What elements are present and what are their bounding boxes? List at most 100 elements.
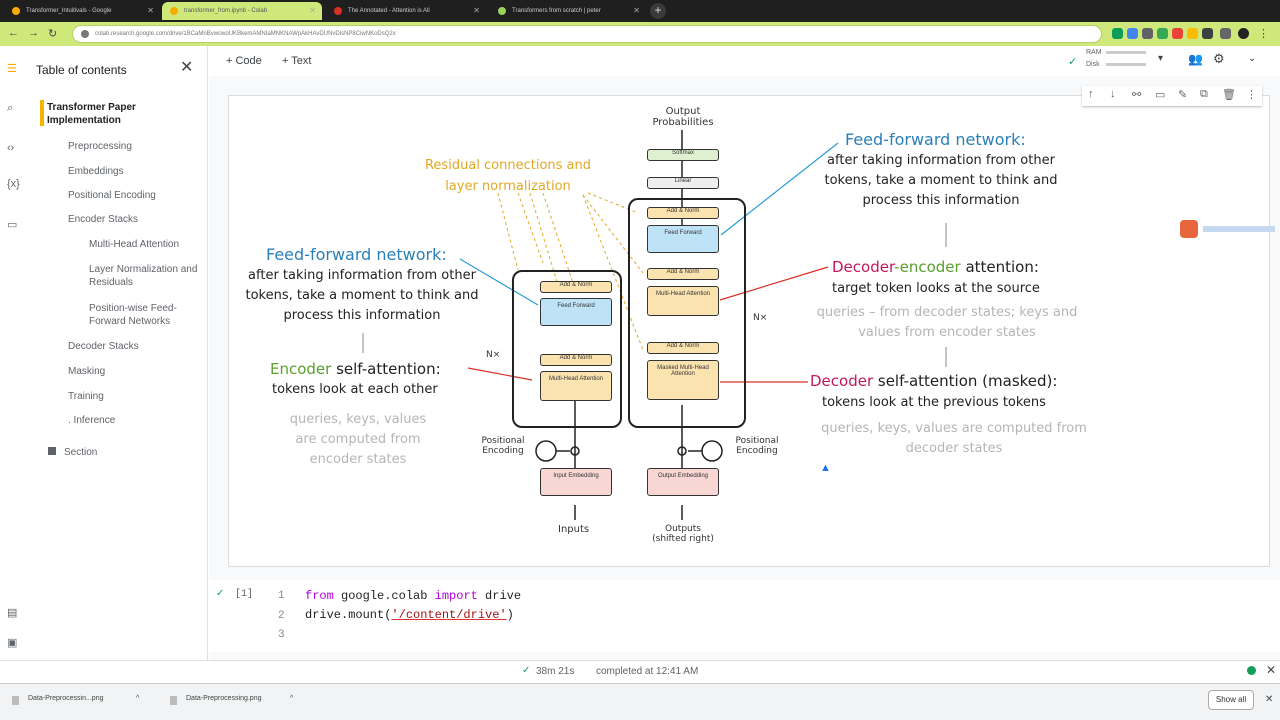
move-down-icon[interactable]: ↓ — [1110, 88, 1116, 100]
file-icon — [12, 696, 19, 705]
extension-floating-icon[interactable] — [1180, 220, 1198, 238]
toc-panel — [28, 46, 208, 660]
search-icon[interactable]: ⌕ — [7, 102, 14, 114]
browser-tab[interactable]: The Annotated - Attention is All ✕ — [326, 2, 486, 20]
add-section-icon[interactable] — [48, 447, 56, 455]
toc-item-multi-head-attention[interactable]: Multi-Head Attention — [89, 239, 180, 250]
address-bar[interactable]: colab.research.google.com/drive/1BCaMnBv… — [72, 25, 1102, 43]
add-norm-box: Add & Norm — [647, 342, 719, 354]
command-palette-icon[interactable]: ▤ — [7, 607, 18, 619]
chevron-up-icon[interactable]: ^ — [136, 695, 140, 702]
decoder-feed-forward-box: Feed Forward — [647, 225, 719, 253]
link-icon[interactable]: ⚯ — [1132, 89, 1142, 101]
more-icon[interactable]: ⋮ — [1246, 89, 1257, 101]
comment-icon[interactable]: ▭ — [1155, 89, 1166, 101]
close-icon[interactable]: ✕ — [147, 6, 154, 15]
add-norm-box: Add & Norm — [540, 354, 612, 366]
browser-tab[interactable]: Transformers from scratch | peter ✕ — [490, 2, 646, 20]
close-icon[interactable]: ✕ — [180, 59, 194, 76]
reload-icon[interactable]: ↻ — [48, 28, 58, 40]
residual-note: Residual connections and layer normaliza… — [424, 158, 592, 194]
chevron-up-icon[interactable]: ^ — [290, 695, 294, 702]
decoder-encoder-attention-desc: target token looks at the source — [832, 281, 1040, 296]
close-icon[interactable]: ✕ — [309, 6, 316, 15]
chevron-down-icon[interactable]: ⌄ — [1248, 53, 1257, 64]
code-line-1[interactable]: from google.colab import drive — [305, 589, 522, 603]
close-icon[interactable]: ✕ — [1266, 663, 1277, 677]
extension-icon[interactable] — [1157, 28, 1168, 39]
encoder-ffn-desc: after taking information from other toke… — [245, 268, 479, 323]
add-text-button[interactable]: + Text — [282, 55, 312, 67]
toc-active-marker — [40, 100, 44, 126]
code-snippets-icon[interactable]: ‹› — [7, 142, 15, 154]
line-number: 2 — [278, 610, 285, 622]
cell-run-check-icon[interactable]: ✓ — [216, 588, 225, 599]
share-people-icon[interactable]: 👥 — [1188, 52, 1203, 66]
toc-item-embeddings[interactable]: Embeddings — [68, 166, 124, 177]
text-cell[interactable] — [228, 95, 1270, 567]
extension-icon[interactable] — [1112, 28, 1123, 39]
toc-item-preprocessing[interactable]: Preprocessing — [68, 141, 132, 152]
new-tab-button[interactable]: + — [650, 3, 666, 19]
code-line-2[interactable]: drive.mount('/content/drive') — [305, 608, 514, 622]
positional-encoding-label: Positional Encoding — [481, 436, 525, 456]
disk-meter[interactable] — [1106, 63, 1146, 66]
variables-icon[interactable]: {x} — [7, 178, 20, 190]
ram-label: RAM — [1086, 49, 1102, 56]
file-icon — [170, 696, 177, 705]
gear-icon[interactable]: ⚙ — [1213, 51, 1225, 66]
close-icon[interactable]: ✕ — [633, 6, 640, 15]
toc-item-positional-encoding[interactable]: Positional Encoding — [68, 190, 156, 201]
add-code-button[interactable]: + Code — [226, 55, 262, 67]
browser-tab-active[interactable]: transformer_from.ipynb - Colab ✕ — [162, 2, 322, 20]
code-cell[interactable] — [209, 580, 1280, 652]
extension-icon[interactable] — [1127, 28, 1138, 39]
toc-item-encoder-stacks[interactable]: Encoder Stacks — [68, 214, 139, 225]
back-icon[interactable]: ← — [8, 27, 19, 39]
toc-item-inference[interactable]: . Inference — [68, 415, 116, 426]
toc-item-section[interactable]: Section — [64, 447, 98, 458]
move-up-icon[interactable]: ↑ — [1088, 88, 1094, 100]
toc-item-training[interactable]: Training — [68, 391, 104, 402]
edit-icon[interactable]: ✎ — [1178, 89, 1188, 101]
decoder-self-attention-title: Decoder self-attention (masked): — [810, 372, 1058, 390]
encoder-feed-forward-box: Feed Forward — [540, 298, 612, 326]
puzzle-icon[interactable] — [1220, 28, 1231, 39]
forward-icon[interactable]: → — [28, 27, 39, 39]
status-dot-icon — [1247, 666, 1256, 675]
address-row: ← → ↻ colab.research.google.com/drive/1B… — [0, 22, 1280, 46]
status-check-icon: ✓ — [522, 665, 531, 676]
close-icon[interactable]: ✕ — [1265, 694, 1274, 705]
browser-tab[interactable]: Transformer_Intuitivals - Google ✕ — [4, 2, 160, 20]
softmax-box: Softmax — [647, 149, 719, 161]
toc-icon[interactable]: ☰ — [7, 63, 17, 75]
toc-item-transformer-paper[interactable]: Transformer Paper Implementation — [47, 102, 136, 126]
add-norm-box: Add & Norm — [647, 207, 719, 219]
extension-icon[interactable] — [1142, 28, 1153, 39]
download-item[interactable]: Data-Preprocessing.png — [186, 695, 262, 702]
extension-icon[interactable] — [1187, 28, 1198, 39]
chevron-down-icon[interactable]: ▾ — [1158, 53, 1164, 64]
ram-meter[interactable] — [1106, 51, 1146, 54]
avatar[interactable] — [1238, 28, 1249, 39]
page-icon — [498, 7, 506, 15]
terminal-icon[interactable]: ▣ — [7, 637, 18, 649]
extension-icon[interactable] — [1172, 28, 1183, 39]
toc-item-position-wise-ffn[interactable]: Position-wise Feed-Forward Networks — [89, 303, 177, 327]
mirror-icon[interactable]: ⧉ — [1200, 88, 1208, 100]
show-all-button[interactable]: Show all — [1208, 690, 1254, 710]
page-icon — [334, 7, 342, 15]
add-norm-box: Add & Norm — [540, 281, 612, 293]
toc-item-layer-normalization[interactable]: Layer Normalization and Residuals — [89, 264, 198, 288]
folder-icon[interactable]: ▭ — [7, 219, 18, 231]
close-icon[interactable]: ✕ — [473, 6, 480, 15]
decoder-self-attention-sub: queries, keys, values are computed from … — [821, 421, 1087, 456]
decoder-ffn-desc: after taking information from other toke… — [824, 153, 1058, 208]
download-item[interactable]: Data-Preprocessin...png — [28, 695, 104, 702]
extension-icon[interactable] — [1202, 28, 1213, 39]
toc-item-decoder-stacks[interactable]: Decoder Stacks — [68, 341, 139, 352]
more-icon[interactable]: ⋮ — [1258, 28, 1269, 40]
toc-item-masking[interactable]: Masking — [68, 366, 106, 377]
extension-toolbar[interactable] — [1203, 226, 1275, 232]
delete-icon[interactable]: 🗑 — [1222, 89, 1236, 101]
